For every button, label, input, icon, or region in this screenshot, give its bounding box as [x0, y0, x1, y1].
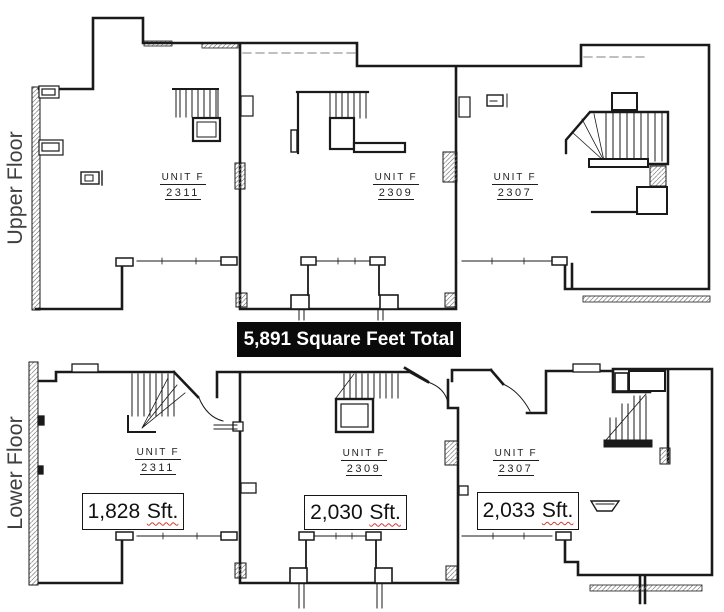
- upper-stairs-2307: [564, 92, 670, 215]
- unit-number: 2311: [140, 462, 176, 475]
- unit-label-lower-2309: UNIT F 2309: [327, 448, 401, 476]
- lower-outer-walls: [37, 366, 714, 605]
- upper-wall-blocks: [234, 151, 458, 308]
- lower-wall-blocks: [234, 440, 671, 581]
- unit-number: 2311: [165, 187, 201, 200]
- lower-stairs-2307: [603, 370, 666, 448]
- vent-symbol: [486, 93, 508, 108]
- unit-name: UNIT F: [492, 448, 540, 461]
- lower-stairs-2311: [127, 373, 186, 433]
- total-area-banner: 5,891 Square Feet Total: [237, 322, 461, 357]
- unit-name: UNIT F: [134, 447, 182, 460]
- area-box-2309: 2,030 Sft.: [304, 495, 407, 530]
- unit-label-upper-2307: UNIT F 2307: [478, 172, 552, 200]
- lower-stairs-2309: [334, 373, 399, 434]
- area-value: 1,828: [87, 499, 141, 523]
- unit-name: UNIT F: [491, 172, 539, 185]
- sink-symbol: [589, 500, 621, 512]
- deck-railings: [115, 256, 568, 267]
- unit-label-upper-2311: UNIT F 2311: [146, 172, 220, 200]
- deck-railings-lower: [115, 531, 572, 541]
- area-box-2311: 1,828 Sft.: [82, 493, 184, 530]
- lower-floor-label: Lower Floor: [3, 416, 27, 530]
- lower-window-bumps: [37, 363, 601, 496]
- area-box-2307: 2,033 Sft.: [477, 492, 579, 530]
- upper-floor-plan: [31, 16, 711, 321]
- unit-label-upper-2309: UNIT F 2309: [359, 172, 433, 200]
- upper-floor-label: Upper Floor: [3, 131, 27, 245]
- unit-label-lower-2311: UNIT F 2311: [121, 447, 195, 475]
- unit-number: 2309: [345, 463, 383, 476]
- area-value: 2,030: [310, 500, 363, 524]
- window-bumps: [38, 85, 471, 156]
- area-unit: Sft.: [369, 500, 401, 524]
- lower-floor-plan: [28, 361, 714, 609]
- unit-label-lower-2307: UNIT F 2307: [479, 448, 553, 476]
- panel-symbol: [80, 170, 103, 186]
- upper-stairs-2311: [172, 88, 222, 143]
- unit-number: 2309: [377, 187, 415, 200]
- unit-number: 2307: [496, 187, 534, 200]
- area-unit: Sft.: [146, 499, 179, 523]
- area-unit: Sft.: [541, 499, 574, 522]
- lower-left-exterior-wall: [28, 361, 39, 586]
- upper-stairs-2309: [290, 90, 407, 155]
- door-arcs: [198, 381, 531, 422]
- dashed-roof-line: [242, 52, 646, 58]
- area-value: 2,033: [482, 499, 536, 522]
- unit-number: 2307: [497, 463, 535, 476]
- unit-name: UNIT F: [372, 172, 420, 185]
- upper-left-exterior-wall: [31, 86, 41, 311]
- unit-name: UNIT F: [159, 172, 207, 185]
- unit-name: UNIT F: [340, 448, 388, 461]
